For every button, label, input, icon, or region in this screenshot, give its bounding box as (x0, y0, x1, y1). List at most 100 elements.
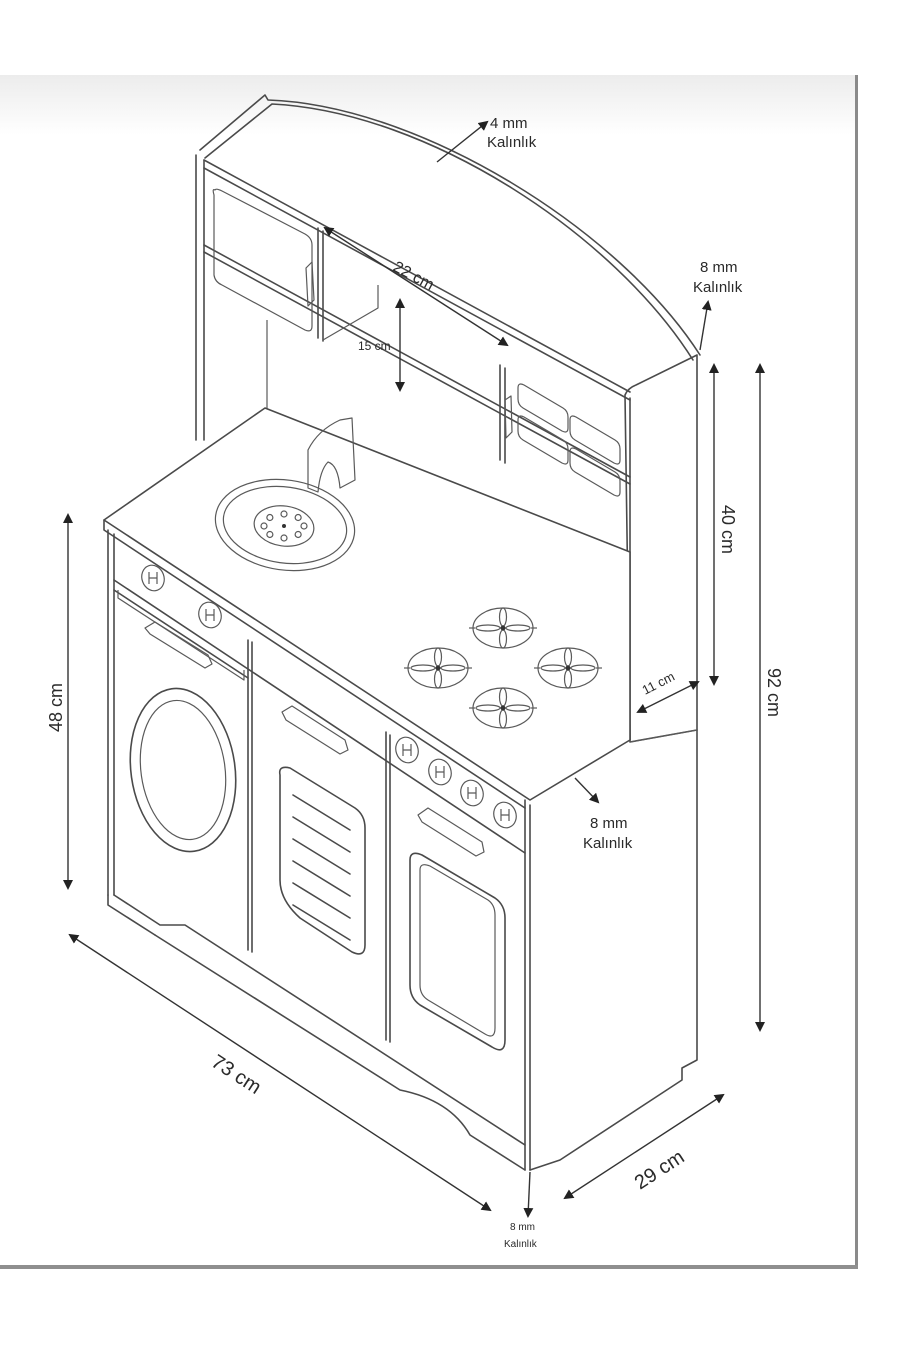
dishwasher-slat (292, 816, 351, 853)
sink-drain-holes (260, 510, 308, 542)
upper-right-cabinet-door (0, 0, 1, 1)
knob-icon (428, 758, 452, 786)
label-top-thickness-value: 4 mm (490, 115, 528, 132)
burner-petal (505, 624, 531, 632)
dishwasher-slat (292, 794, 351, 831)
knob-icon (198, 601, 222, 629)
burner-center (565, 665, 571, 671)
dimension-arrow-side-depth (636, 681, 700, 713)
oven-handle (417, 807, 485, 857)
burner-petal (475, 624, 501, 632)
burner-center (435, 665, 441, 671)
sink (214, 478, 356, 572)
upper-left-cabinet-handle (305, 261, 315, 307)
label-side-thickness-value: 8 mm (700, 259, 738, 276)
knob-mark (205, 609, 215, 621)
cabinet-pane (517, 383, 569, 433)
label-width: 73 cm (207, 1051, 265, 1099)
label-shelf-width: 22 cm (390, 259, 436, 294)
dimension-arrow-top-thickness (436, 120, 489, 163)
label-top-thickness-caption: Kalınlık (487, 134, 537, 151)
dishwasher-slat (292, 882, 351, 919)
label-side-depth: 11 cm (640, 669, 677, 698)
label-total-height: 92 cm (764, 668, 784, 717)
label-shelf-height: 15 cm (358, 339, 391, 353)
burner-petal (540, 664, 566, 672)
dimension-arrow-depth (563, 1093, 725, 1200)
burner-petal (505, 704, 531, 712)
countertop (103, 407, 631, 809)
knob-mark (500, 809, 510, 821)
knob-icon (141, 564, 165, 592)
cabinet-pane (569, 415, 621, 465)
drain-center (282, 524, 286, 528)
faucet (307, 417, 356, 493)
upper-right-cabinet-handle (504, 395, 513, 439)
label-bottom-thickness-caption: Kalınlık (504, 1239, 538, 1250)
frame-right-border (855, 75, 858, 1268)
knob-mark (148, 572, 158, 584)
drain-hole (266, 530, 274, 539)
knob-mark (402, 744, 412, 756)
burner-petal (475, 704, 501, 712)
drain-hole (300, 522, 308, 530)
burner-center (500, 625, 506, 631)
dishwasher-handle (281, 705, 349, 755)
knob-mark (435, 766, 445, 778)
burner-petal (440, 664, 466, 672)
dishwasher-slats (292, 794, 351, 941)
washer-knobs (141, 564, 222, 629)
burner-petal (570, 664, 596, 672)
knob-ring (428, 758, 452, 786)
oven-knobs (395, 736, 517, 829)
dimension-arrow-bottom-thickness (523, 1171, 534, 1218)
dimension-arrow-width (68, 933, 492, 1212)
dishwasher-slat (292, 838, 351, 875)
knob-icon (493, 801, 517, 829)
drain-hole (260, 522, 268, 530)
dimension-arrow-side-thickness (699, 300, 712, 351)
drain-hole (266, 513, 274, 522)
knob-icon (460, 779, 484, 807)
burner-icon (404, 647, 472, 689)
knob-ring (395, 736, 419, 764)
knob-ring (198, 601, 222, 629)
upper-left-cabinet-door (212, 188, 313, 332)
knob-ring (493, 801, 517, 829)
knob-mark (467, 787, 477, 799)
burner-icon (469, 607, 537, 649)
burner-icon (469, 687, 537, 729)
burner-petal (410, 664, 436, 672)
top-shadow-band (0, 75, 857, 135)
label-bottom-thickness-value: 8 mm (510, 1222, 535, 1233)
dishwasher-slat (292, 860, 351, 897)
drain-hole (280, 534, 288, 542)
label-depth: 29 cm (631, 1146, 689, 1194)
knob-icon (395, 736, 419, 764)
label-side-thickness-caption: Kalınlık (693, 279, 743, 296)
dimension-arrow-counter-thickness (574, 777, 600, 804)
label-counter-thickness-value: 8 mm (590, 815, 628, 832)
knob-ring (460, 779, 484, 807)
knob-ring (141, 564, 165, 592)
cabinet-pane (517, 415, 569, 465)
cabinet-pane (569, 447, 621, 497)
dishwasher-slat (292, 904, 351, 941)
label-base-height: 48 cm (46, 683, 66, 732)
frame-bottom-border (0, 1265, 858, 1269)
drain-hole (294, 530, 302, 539)
burner-center (500, 705, 506, 711)
drain-hole (294, 513, 302, 522)
dimension-arrow-shelf-width (323, 226, 509, 347)
burner-icon (534, 647, 602, 689)
sink-drain (253, 505, 315, 547)
washer-control-panel (117, 590, 245, 681)
label-counter-thickness-caption: Kalınlık (583, 835, 633, 852)
drain-hole (280, 510, 288, 518)
stove-burners (404, 607, 602, 729)
oven-door (409, 852, 506, 1051)
washer-handle (144, 621, 213, 669)
upper-right-cabinet-panes (517, 383, 621, 497)
label-upper-height: 40 cm (718, 505, 738, 554)
